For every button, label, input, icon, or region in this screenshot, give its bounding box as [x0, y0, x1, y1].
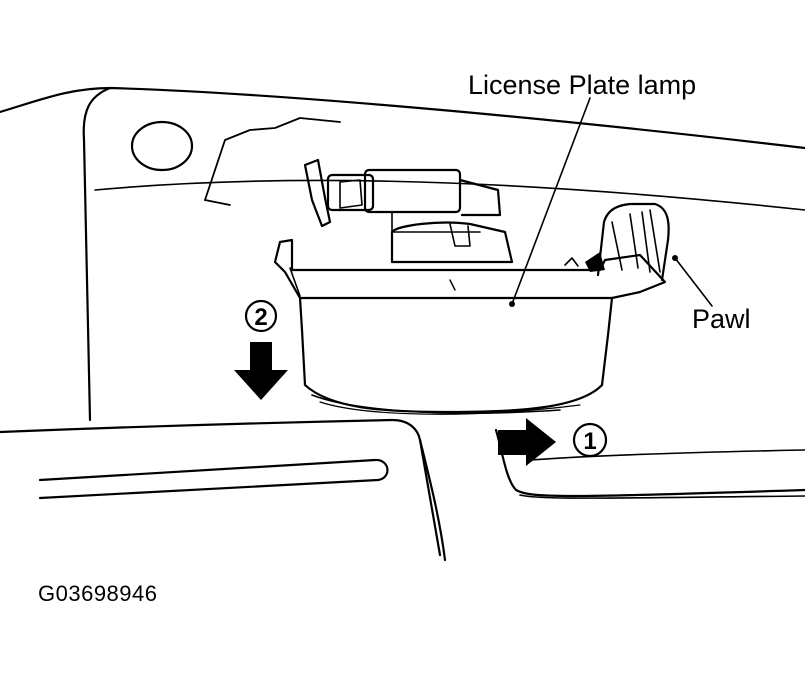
step-1-circle [572, 422, 608, 458]
body-panel [0, 86, 805, 150]
pawl-leader [674, 257, 713, 307]
panel-slot [38, 458, 389, 500]
pawl-label: Pawl [692, 304, 751, 334]
step-2-number: 2 [254, 304, 267, 331]
license-plate-lamp-label: License Plate lamp [468, 70, 697, 100]
figure-code: G03698946 [38, 581, 158, 606]
connector [303, 158, 502, 233]
arrow-down-icon [234, 342, 288, 400]
panel-flange [204, 117, 341, 201]
step-1-number: 1 [583, 428, 596, 455]
lamp-socket [390, 221, 514, 264]
lamp-housing [273, 238, 667, 415]
panel-lower-edge [0, 418, 442, 557]
lamp-leader [511, 97, 591, 305]
panel-hole [130, 120, 194, 172]
arrow-right-icon [498, 418, 556, 466]
step-2-circle [244, 299, 278, 333]
pawl-clip [564, 202, 678, 282]
